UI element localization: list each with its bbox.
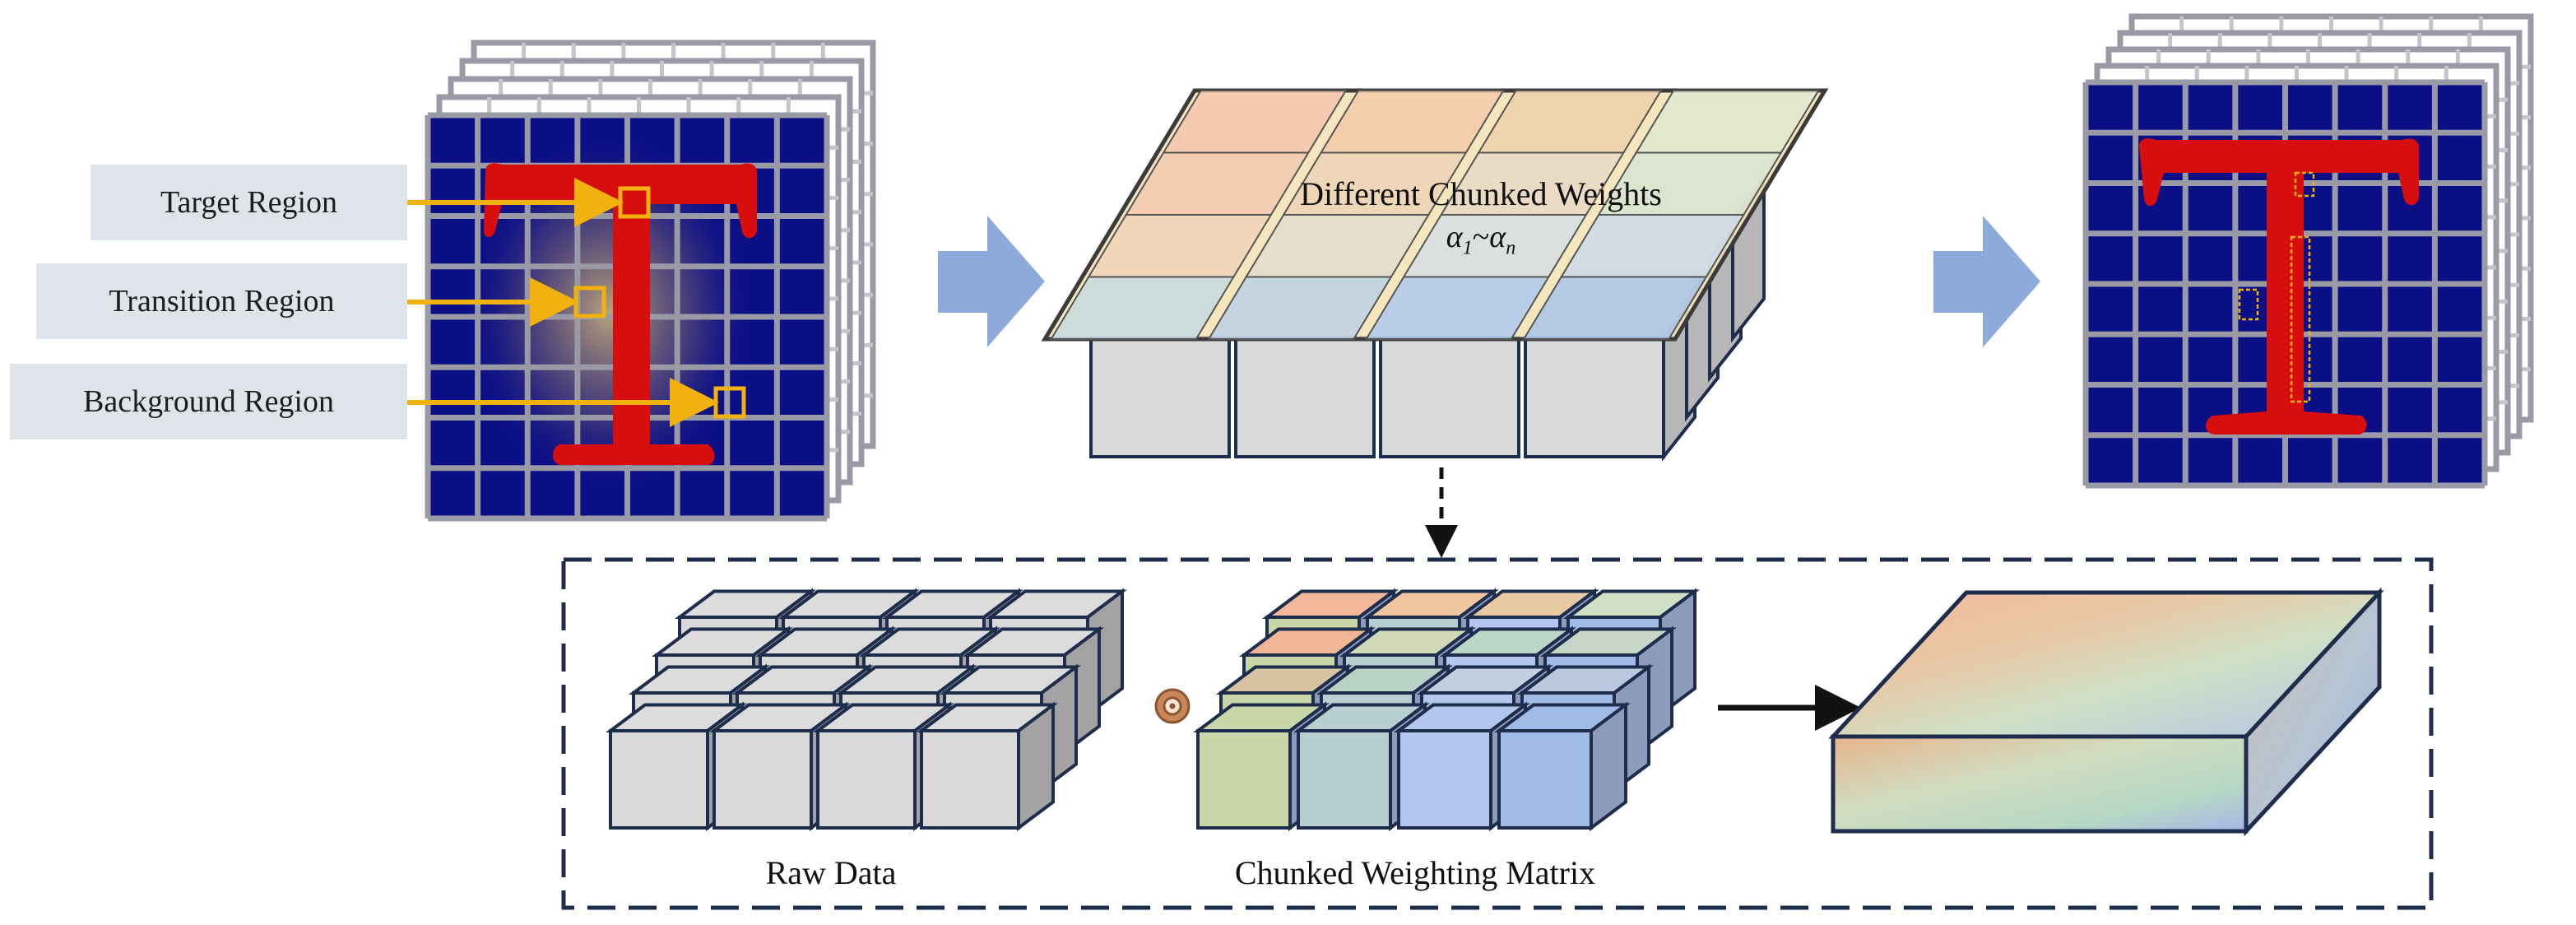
cube-front — [1196, 729, 1292, 830]
cube-front — [609, 729, 709, 830]
output-transition-box — [2290, 235, 2311, 403]
input-image-stack — [425, 40, 876, 522]
weight-tile — [1319, 90, 1506, 154]
weight-tile — [1477, 90, 1663, 154]
weights-title: Different Chunked Weights — [1300, 175, 1662, 212]
weights-range-sep: ~ — [1472, 220, 1490, 254]
region-pointer-arrows — [407, 178, 719, 427]
weights-range: α1~αn — [1316, 219, 1645, 260]
weight-sheet — [1041, 88, 1829, 342]
block-cube-front — [1089, 336, 1231, 458]
cube-front — [1497, 729, 1593, 830]
weights-range-end-sub: n — [1506, 237, 1516, 259]
result-block — [1828, 587, 2384, 837]
background-region-label: Background Region — [10, 364, 407, 439]
weight-tile — [1162, 90, 1348, 154]
cube-front — [1397, 729, 1492, 830]
block-cube-front — [1524, 336, 1665, 458]
weights-range-start-sub: 1 — [1462, 237, 1473, 259]
weight-tile — [1634, 90, 1821, 154]
target-region-label: Target Region — [91, 165, 407, 240]
raw-data-caption: Raw Data — [765, 854, 897, 891]
cube-front — [816, 729, 917, 830]
flow-arrow-2 — [1933, 216, 2040, 347]
transition-region-label: Transition Region — [36, 263, 407, 339]
chunked-matrix-caption: Chunked Weighting Matrix — [1234, 854, 1596, 891]
cube-front — [920, 729, 1020, 830]
output-image-stack — [2082, 13, 2534, 489]
block-cube-front — [1234, 336, 1376, 458]
cube-front — [1297, 729, 1392, 830]
input-letter-t — [484, 163, 757, 465]
raw-data-cubes — [606, 588, 1127, 831]
output-target-box — [2294, 171, 2315, 198]
block-cube-front — [1379, 336, 1520, 458]
weights-range-start: α — [1446, 220, 1463, 254]
weights-range-end: α — [1489, 220, 1506, 254]
flow-arrow-1 — [938, 216, 1045, 347]
detail-panel-border — [561, 557, 2434, 910]
weighting-matrix-cubes — [1193, 588, 1700, 831]
result-block-side — [2244, 587, 2382, 837]
output-letter-t — [2139, 138, 2419, 435]
weighted-block-3d — [1041, 88, 1829, 462]
hadamard-operator-icon — [1154, 688, 1191, 724]
result-block-front — [1831, 734, 2249, 834]
output-background-box — [2238, 288, 2259, 321]
cube-front — [712, 729, 813, 830]
